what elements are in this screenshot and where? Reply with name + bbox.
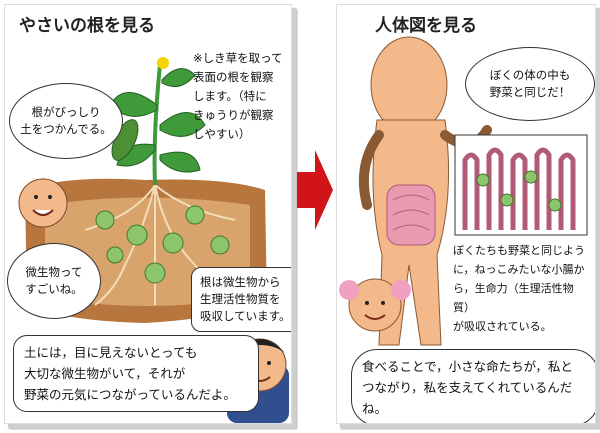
left-panel: やさいの根を見る bbox=[4, 4, 292, 424]
intestine-caption: ぼくたちも野菜と同じよう に，ねっこみたいな小腸か ら，生命力（生理活性物質） … bbox=[453, 244, 585, 333]
right-bottom-text: 食べることで，小さな命たちが，私と つながり，私を支えてくれているんだね。 bbox=[351, 349, 595, 423]
observation-note: ※しき草を取って 表面の根を観察 します。（特に きゅうりが観察 しやすい） bbox=[193, 51, 283, 141]
roots-absorb-bubble: 根は微生物から 生理活性物質を 吸収しています。 bbox=[191, 267, 291, 332]
right-arrow-icon bbox=[297, 150, 333, 230]
right-panel-title: 人体図を見る bbox=[375, 16, 477, 36]
left-panel-title: やさいの根を見る bbox=[19, 16, 155, 36]
roots-speech-bubble: 根がびっしり 土をつかんでる。 bbox=[9, 83, 123, 159]
microbes-speech-bubble: 微生物って すごいね。 bbox=[7, 243, 101, 319]
human-body-illustration bbox=[339, 36, 588, 346]
right-panel: 人体図を見る ぼくの体の中も 野菜と同じだ！ ぼくたちも野菜と同じよう に，ねっ… bbox=[336, 4, 596, 424]
body-speech-bubble: ぼくの体の中も 野菜と同じだ！ bbox=[465, 47, 595, 121]
left-bottom-text: 土には，目に見えないとっても 大切な微生物がいて，それが 野菜の元気につながって… bbox=[13, 335, 259, 412]
